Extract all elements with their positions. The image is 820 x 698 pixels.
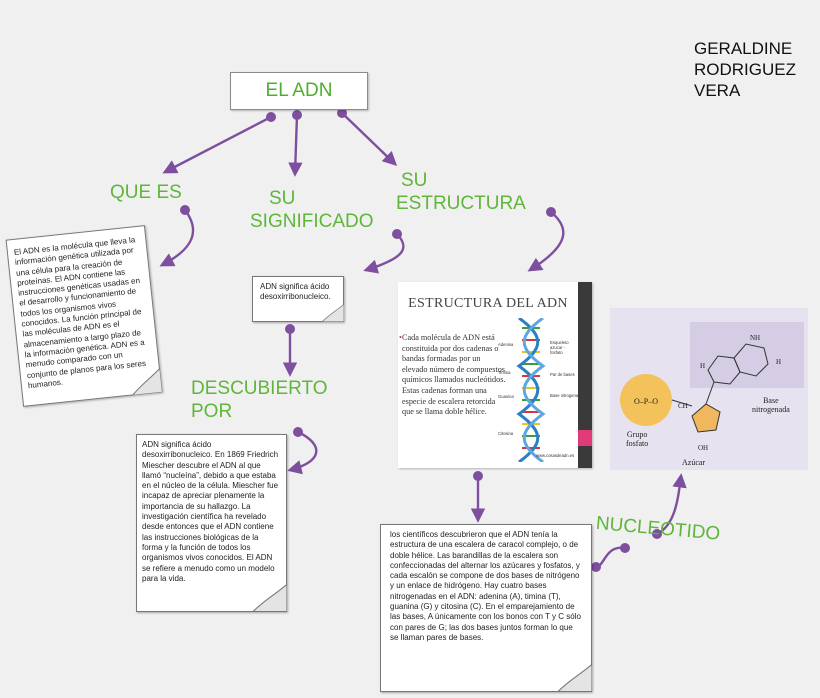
arrow-significado-note [363, 233, 405, 274]
note-descubierto: ADN significa ácido desoxirribonucleico.… [136, 434, 287, 612]
slide-side-accent [578, 430, 592, 446]
label-line: Grupo [626, 430, 648, 439]
slide-estructura-adn: ESTRUCTURA DEL ADN Cada molécula de ADN … [398, 282, 592, 468]
note-text: los científicos descubrieron que el ADN … [390, 530, 581, 642]
author-line: RODRIGUEZ [694, 60, 796, 79]
helix-label: Par de bases [550, 372, 575, 377]
svg-text:O–P–O: O–P–O [634, 397, 658, 406]
arrow-note-nucleotido [595, 546, 626, 569]
author-line: GERALDINE [694, 39, 793, 58]
label-su-significado: SU SIGNIFICADO [250, 187, 400, 233]
helix-label: Base nitrogenada [550, 393, 583, 398]
svg-text:NH: NH [750, 334, 760, 342]
page-curl-icon [322, 304, 344, 322]
arrow-que-es-note [159, 209, 195, 267]
arrow-descubierto-note [287, 430, 318, 475]
author-line: VERA [694, 81, 741, 100]
label-line: SU [269, 188, 296, 209]
note-significado: ADN significa ácido desoxirribonucleico. [252, 276, 344, 322]
nucleotide-label: Base nitrogenada [752, 396, 790, 414]
note-estructura: los científicos descubrieron que el ADN … [380, 524, 592, 692]
arrow-to-estructura [341, 112, 398, 166]
helix-label: Citosina [498, 431, 514, 436]
page-curl-icon [558, 664, 592, 692]
label-line: nitrogenada [752, 405, 790, 414]
helix-label: Timina [498, 370, 511, 375]
note-que-es: El ADN es la molécula que lleva la infor… [5, 225, 163, 407]
arrow-nucleotido-image [656, 473, 687, 536]
label-descubierto-por: DESCUBIERTO POR [191, 377, 351, 423]
page-curl-icon [253, 584, 287, 612]
helix-label: Esqueleto azucar - fosfato [550, 340, 569, 355]
note-text: ADN significa ácido desoxirribonucleico.… [142, 440, 279, 583]
svg-text:CH: CH [678, 402, 688, 410]
label-line: DESCUBIERTO [191, 378, 328, 399]
label-line: fosfato [626, 439, 649, 448]
label-su-estructura: SU ESTRUCTURA [396, 169, 546, 215]
page-curl-icon [131, 368, 163, 396]
helix-label: Adenina [498, 342, 514, 347]
nucleotide-label: Grupo fosfato [626, 430, 648, 448]
label-que-es: QUE ES [110, 182, 182, 203]
label-line: Base [763, 396, 779, 405]
dna-helix-icon [516, 318, 546, 462]
slide-title: ESTRUCTURA DEL ADN [408, 296, 568, 311]
note-text: ADN significa ácido desoxirribonucleico. [260, 282, 331, 302]
nucleotide-structure-icon: O–P–O CH NH H H OH [620, 322, 804, 452]
slide-side-bar [578, 282, 592, 468]
slide-bullet-text: Cada molécula de ADN está constituida po… [399, 333, 506, 418]
svg-text:OH: OH [698, 444, 708, 452]
arrow-to-que-es [162, 115, 272, 174]
helix-label: Guanina [498, 394, 514, 399]
title-text: EL ADN [265, 80, 333, 101]
label-line: SIGNIFICADO [250, 211, 374, 232]
label-line: POR [191, 401, 233, 422]
note-text: El ADN es la molécula que lleva la infor… [13, 235, 147, 391]
label-line: SU [401, 170, 428, 191]
arrow-to-significado [288, 114, 303, 177]
title-box: EL ADN [230, 72, 368, 110]
nucleotide-label: Azúcar [682, 458, 706, 467]
slide-watermark: www.cosasdeadn.es [536, 453, 575, 458]
author-name: GERALDINE RODRIGUEZ VERA [694, 38, 796, 101]
arrow-estructura-slide [527, 211, 565, 272]
label-line: ESTRUCTURA [396, 193, 526, 214]
svg-text:H: H [776, 358, 781, 366]
svg-text:H: H [700, 362, 705, 370]
nucleotide-diagram: O–P–O CH NH H H OH Grupo fosfato Azúcar … [610, 308, 808, 470]
